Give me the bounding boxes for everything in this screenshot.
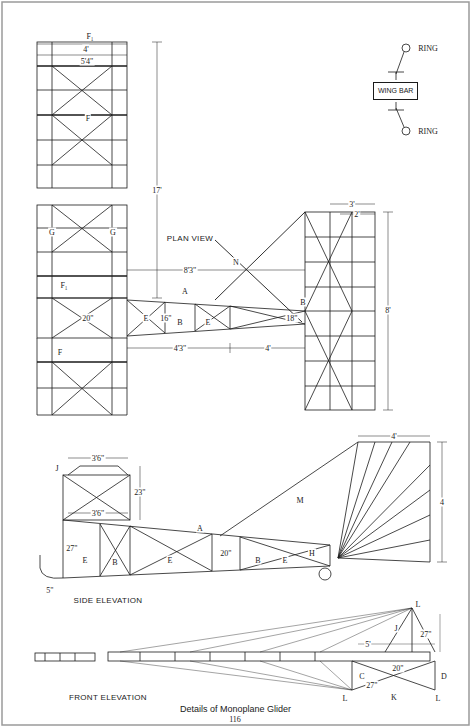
dimension-label: A xyxy=(196,524,204,533)
dimension-label: J xyxy=(393,624,398,633)
view-title: PLAN VIEW xyxy=(166,234,214,243)
dimension-label: C xyxy=(358,672,365,681)
dimension-label: 3' xyxy=(348,200,355,209)
dimension-label: F₁ xyxy=(85,32,94,41)
dimension-label: 5" xyxy=(45,586,54,595)
dimension-label: 3'6" xyxy=(91,454,106,463)
dimension-label: RING xyxy=(417,44,439,53)
dimension-label: L xyxy=(415,600,422,609)
dimension-label: 3'6" xyxy=(91,509,106,518)
dimension-label: L xyxy=(435,694,442,703)
view-title: FRONT ELEVATION xyxy=(68,693,148,702)
dimension-label: A xyxy=(181,287,189,296)
dimension-label: 20" xyxy=(219,549,232,558)
dimension-label: 18" xyxy=(285,314,298,323)
front-elevation xyxy=(35,608,435,690)
side-dimensions xyxy=(68,436,447,562)
dimension-label: N xyxy=(232,258,240,267)
dimension-label: 4' xyxy=(390,432,397,441)
plan-fuselage xyxy=(127,300,305,336)
dimension-label: E xyxy=(82,556,89,565)
dimension-label: E xyxy=(143,314,150,323)
dimension-label: B xyxy=(176,318,183,327)
dimension-label: RING xyxy=(417,127,439,136)
dimension-label: K xyxy=(390,693,398,702)
dimension-label: 27" xyxy=(419,630,432,639)
wing-bar-section: WING BAR xyxy=(373,82,418,100)
dimension-label: 116 xyxy=(228,715,242,724)
dimension-label: F xyxy=(57,348,63,357)
dimension-label: H xyxy=(308,549,316,558)
dimension-label: 5'4" xyxy=(80,57,95,66)
dimension-label: E xyxy=(205,318,212,327)
dimension-label: G xyxy=(109,228,117,237)
dimension-label: M xyxy=(295,496,304,505)
side-elevation xyxy=(40,442,430,580)
dimension-label: G xyxy=(48,228,56,237)
dimension-label: 16" xyxy=(159,314,172,323)
dimension-label: B xyxy=(299,298,306,307)
caption-text: Details of Monoplane Glider xyxy=(180,704,291,714)
dimension-label: 23" xyxy=(133,488,146,497)
dimension-label: 2' xyxy=(353,210,360,219)
front-wires xyxy=(120,608,440,690)
dimension-label: E xyxy=(167,556,174,565)
dimension-label: 4'3" xyxy=(173,344,188,353)
dimension-label: 4' xyxy=(82,45,89,54)
dimension-label: F₁ xyxy=(59,281,68,290)
dimension-label: B xyxy=(254,556,261,565)
dimension-label: 8' xyxy=(384,306,391,315)
plan-tail xyxy=(305,212,375,410)
dimension-label: 5' xyxy=(364,640,371,649)
plan-wing xyxy=(37,42,127,415)
dimension-label: 27" xyxy=(65,544,78,553)
part-name: WING BAR xyxy=(378,87,413,94)
dimension-label: 4' xyxy=(264,344,271,353)
view-title: SIDE ELEVATION xyxy=(73,596,144,605)
dimension-label: 20" xyxy=(391,664,404,673)
dimension-label: F xyxy=(85,114,91,123)
dimension-label: 27" xyxy=(365,681,378,690)
figure-caption: Details of Monoplane Glider xyxy=(0,704,471,714)
dimension-label: E xyxy=(282,556,289,565)
plan-dimensions xyxy=(37,42,393,410)
dimension-label: 17' xyxy=(151,186,162,195)
dimension-label: L xyxy=(342,694,349,703)
dimension-label: 4 xyxy=(439,498,445,507)
dimension-label: J xyxy=(54,464,59,473)
dimension-label: D xyxy=(440,672,448,681)
dimension-label: B xyxy=(111,558,118,567)
dimension-label: 8'3" xyxy=(183,266,198,275)
dimension-label: 20" xyxy=(81,314,94,323)
